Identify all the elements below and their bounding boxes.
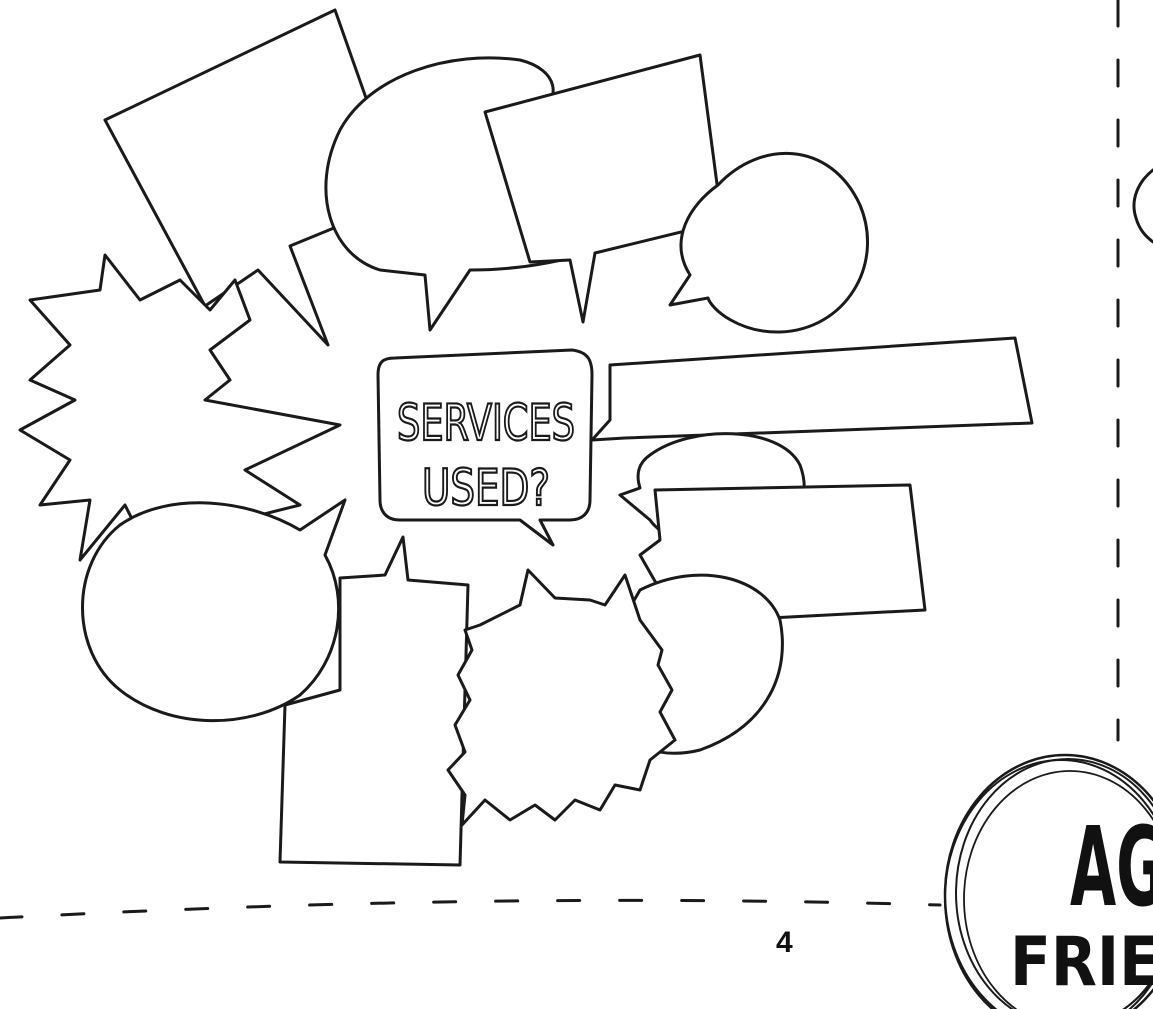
badge-text-line2: FRIE bbox=[1010, 923, 1153, 1002]
speech-bubble-circle-top-right bbox=[668, 151, 870, 334]
partial-sketch-right-edge bbox=[1132, 168, 1153, 244]
speech-bubble-wide-rectangle-right bbox=[590, 336, 1034, 442]
dashed-cut-line-horizontal bbox=[0, 898, 942, 920]
center-question-line2: USED? bbox=[422, 459, 550, 517]
age-friendly-badge: AG FRIE bbox=[943, 753, 1153, 1009]
speech-bubble-rectangle-top-left bbox=[103, 8, 404, 347]
badge-text-line1: AG bbox=[1070, 803, 1153, 931]
center-question-line1: SERVICES bbox=[397, 394, 575, 452]
speech-bubble-rectangle-upper-center bbox=[483, 53, 724, 324]
speech-bubble-burst-bottom bbox=[446, 568, 677, 827]
page-number: 4 bbox=[776, 926, 793, 959]
speech-bubble-circle-bottom-left bbox=[81, 498, 347, 723]
speech-bubble-center bbox=[376, 348, 594, 547]
